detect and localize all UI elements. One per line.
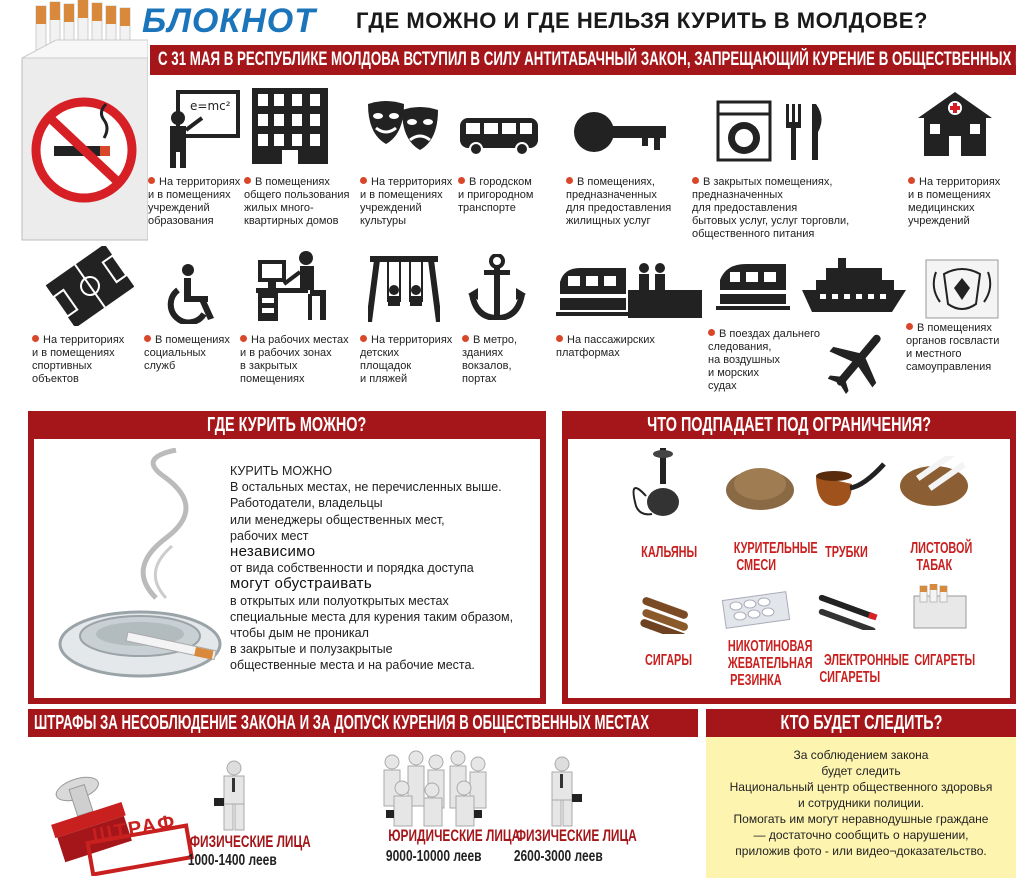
brand-name: БЛОКНОТ xyxy=(142,2,316,40)
airplane-icon xyxy=(828,334,881,394)
bullet-dot xyxy=(32,335,39,342)
train-platform-icon xyxy=(556,263,702,318)
group-of-people-icon xyxy=(383,750,487,827)
nicotine-gum-icon xyxy=(721,591,791,629)
key-icon xyxy=(574,112,666,152)
bullet-dot xyxy=(906,323,913,330)
watch-heading: КТО БУДЕТ СЛЕДИТЬ? xyxy=(706,709,1016,737)
cruise-ship-icon xyxy=(802,258,906,312)
apartment-building-icon xyxy=(252,88,328,164)
smoking-mix-icon xyxy=(726,468,794,510)
bullet-dot xyxy=(144,335,151,342)
place-label-platforms: На пассажирских платформах xyxy=(556,334,655,359)
bullet-dot xyxy=(244,177,251,184)
hospital-icon xyxy=(918,92,992,156)
restricted-heading: ЧТО ПОДПАДАЕТ ПОД ОГРАНИЧЕНИЯ? xyxy=(562,411,1016,439)
product-label-hookahs: КАЛЬЯНЫ xyxy=(641,544,698,561)
product-label-pipes: ТРУБКИ xyxy=(824,544,868,561)
washing-machine-cutlery-icon xyxy=(716,100,822,162)
bullet-dot xyxy=(462,335,469,342)
fines-heading: ШТРАФЫ ЗА НЕСОБЛЮДЕНИЕ ЗАКОНА И ЗА ДОПУС… xyxy=(28,709,698,737)
football-field-icon xyxy=(46,246,134,326)
leaf-tobacco-icon xyxy=(900,456,968,506)
fine-group-label-individuals-2: ФИЗИЧЕСКИЕ ЛИЦА xyxy=(515,826,637,845)
brand-logo[interactable]: БЛОКНОТ xyxy=(142,4,334,38)
cigarettes-icon xyxy=(913,584,967,629)
subtitle-text: С 31 МАЯ В РЕСПУБЛИКЕ МОЛДОВА ВСТУПИЛ В … xyxy=(158,49,1016,70)
fine-group-amount-individuals-2: 2600-3000 леев xyxy=(513,848,603,865)
bullet-dot xyxy=(360,177,367,184)
swings-icon xyxy=(368,256,440,322)
fine-group-amount-individuals: 1000-1400 леев xyxy=(187,852,277,869)
office-worker-icon xyxy=(256,251,326,321)
bullet-dot xyxy=(556,335,563,342)
fine-stamp-image xyxy=(51,776,194,876)
person-icon xyxy=(551,756,582,827)
wheelchair-icon xyxy=(167,264,214,324)
fine-group-label-legal-entities: ЮРИДИЧЕСКИЕ ЛИЦА xyxy=(388,826,521,845)
bullet-dot xyxy=(148,177,155,184)
person-icon xyxy=(214,760,245,831)
product-label-cigarettes: СИГАРЕТЫ xyxy=(914,652,976,669)
bus-icon xyxy=(460,118,538,156)
cigarette-pack-no-smoking-image xyxy=(16,0,149,244)
bullet-dot xyxy=(566,177,573,184)
e-cigarette-icon xyxy=(818,594,878,630)
fine-group-label-individuals: ФИЗИЧЕСКИЕ ЛИЦА xyxy=(189,832,311,851)
cigars-icon xyxy=(640,597,688,634)
ashtray-cigarette-image xyxy=(58,448,222,678)
bullet-dot xyxy=(360,335,367,342)
anchor-icon xyxy=(468,254,526,320)
allowed-box xyxy=(28,439,546,704)
hookah-icon xyxy=(632,448,679,516)
watch-box: За соблюдением закона будет следить Наци… xyxy=(706,737,1016,878)
pipe-icon xyxy=(816,462,886,506)
long-distance-train-icon xyxy=(716,264,790,310)
fine-group-amount-legal-entities: 9000-10000 леев xyxy=(386,848,482,865)
product-label-cigars: СИГАРЫ xyxy=(645,652,692,669)
place-label-long-distance: В поездах дальнего следования,на воздушн… xyxy=(708,328,821,392)
theatre-masks-icon xyxy=(368,101,438,150)
restricted-box xyxy=(562,439,1016,704)
bullet-dot xyxy=(692,177,699,184)
bullet-dot xyxy=(240,335,247,342)
allowed-text: КУРИТЬ МОЖНО В остальных местах, не пере… xyxy=(230,464,514,673)
subtitle-banner: С 31 МАЯ В РЕСПУБЛИКЕ МОЛДОВА ВСТУПИЛ В … xyxy=(150,45,1016,75)
allowed-heading: ГДЕ КУРИТЬ МОЖНО? xyxy=(28,411,546,439)
bullet-dot xyxy=(458,177,465,184)
teacher-icon: e=mc² xyxy=(170,90,240,168)
bullet-dot xyxy=(908,177,915,184)
coat-of-arms-icon xyxy=(925,259,999,319)
bullet-dot xyxy=(708,329,715,336)
svg-text:e=mc²: e=mc² xyxy=(190,99,231,113)
watch-text: За соблюдением закона будет следить Наци… xyxy=(729,748,993,858)
page-title: ГДЕ МОЖНО И ГДЕ НЕЛЬЗЯ КУРИТЬ В МОЛДОВЕ? xyxy=(356,8,928,33)
